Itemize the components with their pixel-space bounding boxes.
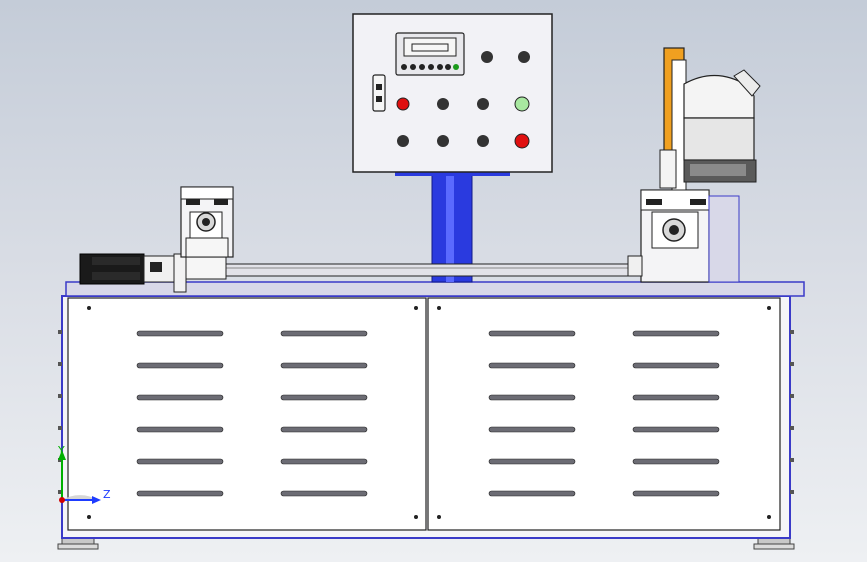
louver-slot	[280, 362, 368, 369]
louver-slot	[488, 330, 576, 337]
louver-slot	[280, 490, 368, 497]
button-dark[interactable]	[477, 135, 489, 147]
button-dark[interactable]	[437, 98, 449, 110]
louver-slot	[632, 458, 720, 465]
button-dark[interactable]	[518, 51, 530, 63]
right-gearbox	[627, 189, 740, 283]
louver-slot	[488, 362, 576, 369]
machine-feet	[57, 537, 795, 550]
louver-slot	[136, 394, 224, 401]
feed-motor	[79, 253, 227, 293]
base-cabinet	[58, 295, 794, 539]
louver-slot	[280, 458, 368, 465]
cabinet-louvers	[136, 330, 720, 497]
stop-button[interactable]	[396, 97, 410, 111]
louver-slot	[632, 426, 720, 433]
louver-slot	[136, 426, 224, 433]
button-dark[interactable]	[477, 98, 489, 110]
hmi-display[interactable]	[395, 32, 465, 76]
louver-slot	[280, 394, 368, 401]
louver-slot	[488, 426, 576, 433]
z-axis-label: Z	[103, 488, 111, 501]
left-gearbox	[180, 186, 234, 258]
guide-shaft	[199, 263, 637, 277]
louver-slot	[632, 394, 720, 401]
louver-slot	[136, 458, 224, 465]
button-dark[interactable]	[481, 51, 493, 63]
louver-slot	[632, 490, 720, 497]
louver-slot	[488, 490, 576, 497]
start-button[interactable]	[514, 96, 530, 112]
louver-slot	[632, 330, 720, 337]
louver-slot	[136, 362, 224, 369]
louver-slot	[488, 458, 576, 465]
louver-slot	[488, 394, 576, 401]
key-switch-icon[interactable]	[372, 74, 386, 112]
button-dark[interactable]	[397, 135, 409, 147]
louver-slot	[280, 426, 368, 433]
saw-head	[659, 47, 761, 191]
louver-slot	[280, 330, 368, 337]
cabinet-door-left	[67, 297, 427, 531]
cabinet-door-right	[427, 297, 781, 531]
control-box	[352, 13, 553, 173]
louver-slot	[136, 490, 224, 497]
louver-slot	[136, 330, 224, 337]
y-axis-label: Y	[57, 444, 65, 457]
x-axis-icon	[59, 497, 65, 503]
emergency-button[interactable]	[514, 133, 530, 149]
control-buttons	[396, 51, 530, 149]
axis-triad: Y Z	[57, 444, 111, 504]
louver-slot	[632, 362, 720, 369]
button-dark[interactable]	[437, 135, 449, 147]
